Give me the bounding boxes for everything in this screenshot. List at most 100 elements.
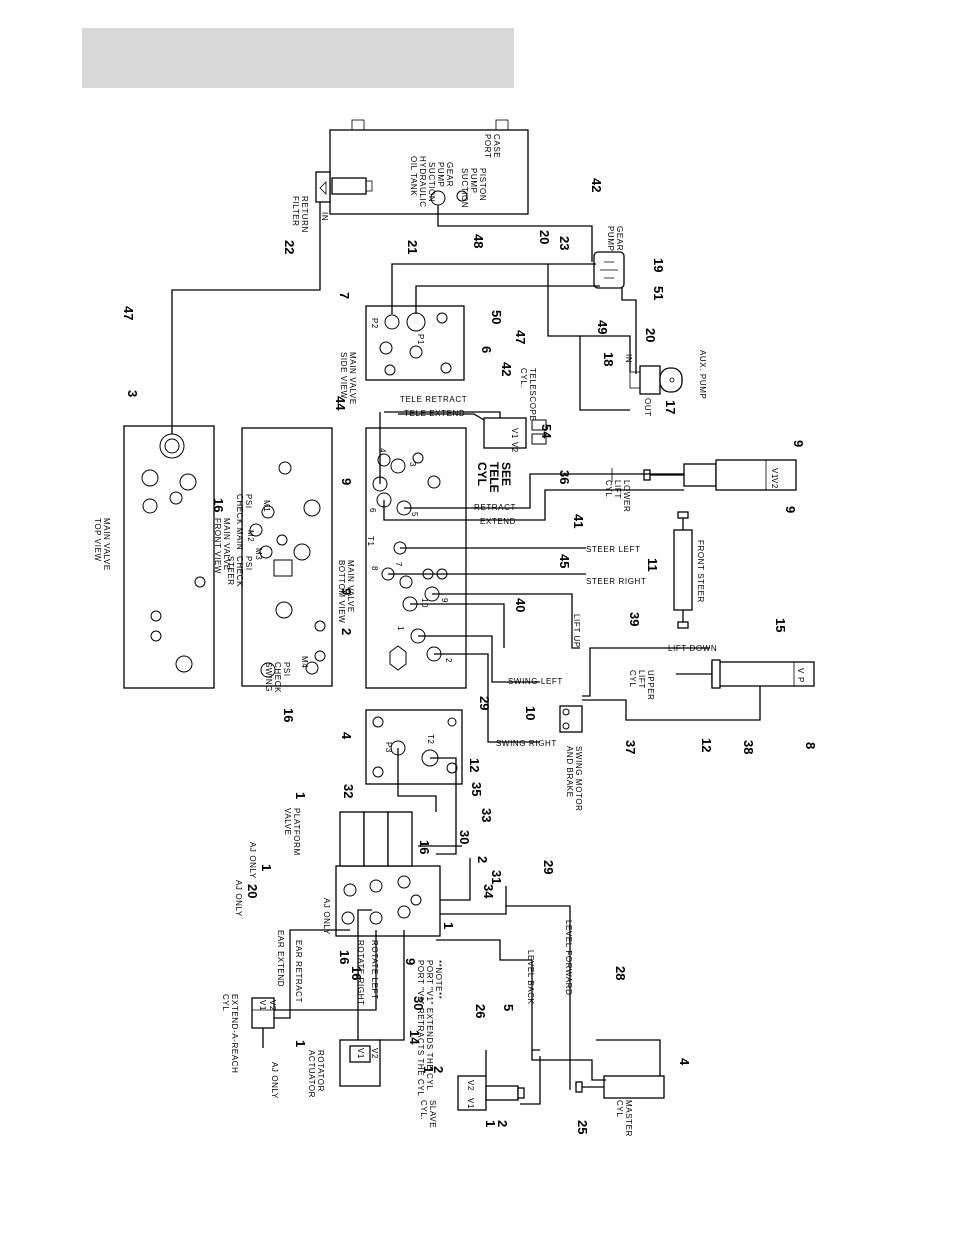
svg-text:V1: V1 — [356, 1048, 365, 1059]
svg-text:SWING LEFT: SWING LEFT — [508, 677, 563, 686]
svg-text:SUCTION: SUCTION — [460, 168, 469, 208]
svg-text:V2: V2 — [466, 1080, 475, 1091]
svg-text:11: 11 — [645, 558, 660, 572]
svg-text:15: 15 — [773, 618, 788, 632]
svg-text:41: 41 — [571, 514, 586, 528]
svg-text:EAR RETRACT: EAR RETRACT — [294, 940, 303, 1003]
svg-text:V1: V1 — [466, 1098, 475, 1109]
svg-text:1: 1 — [293, 792, 308, 799]
svg-text:5: 5 — [410, 512, 419, 517]
svg-text:36: 36 — [557, 470, 572, 484]
svg-text:16: 16 — [337, 950, 352, 964]
svg-text:1: 1 — [441, 922, 456, 929]
svg-text:16: 16 — [211, 498, 226, 512]
svg-text:2: 2 — [444, 658, 453, 663]
svg-text:MAIN VALVE: MAIN VALVE — [346, 560, 355, 613]
svg-text:16: 16 — [349, 966, 364, 980]
slave-cylinder: V2 V1 SLAVE CYL. — [419, 1075, 525, 1128]
svg-text:M3: M3 — [254, 548, 263, 560]
svg-text:ROTATE LEFT: ROTATE LEFT — [370, 940, 379, 1000]
svg-text:CYL: CYL — [604, 480, 613, 497]
svg-text:23: 23 — [557, 236, 572, 250]
rotator-actuator: V1 V2 ROTATOR ACTUATOR — [307, 1039, 381, 1098]
svg-text:26: 26 — [473, 1004, 488, 1018]
svg-text:25: 25 — [575, 1120, 590, 1134]
svg-text:4: 4 — [677, 1058, 692, 1066]
svg-text:CYL: CYL — [628, 670, 637, 687]
svg-text:28: 28 — [613, 966, 628, 980]
svg-text:37: 37 — [623, 740, 638, 754]
svg-text:PORT "V1" EXTENDS THE CYL: PORT "V1" EXTENDS THE CYL — [425, 960, 434, 1091]
svg-text:29: 29 — [477, 696, 492, 710]
svg-text:PSI: PSI — [244, 556, 253, 571]
svg-text:TELE: TELE — [487, 462, 501, 493]
svg-text:48: 48 — [471, 234, 486, 248]
svg-text:ACTUATOR: ACTUATOR — [307, 1050, 316, 1098]
svg-text:1: 1 — [396, 626, 405, 631]
svg-text:MAIN VALVE: MAIN VALVE — [222, 518, 231, 571]
svg-text:LEVEL BACK: LEVEL BACK — [526, 950, 535, 1005]
svg-text:3: 3 — [125, 390, 140, 397]
svg-text:42: 42 — [589, 178, 604, 192]
svg-text:P: P — [796, 677, 805, 683]
svg-text:STEER LEFT: STEER LEFT — [586, 545, 640, 554]
svg-text:AND BRAKE: AND BRAKE — [565, 746, 574, 798]
svg-text:14: 14 — [407, 1030, 422, 1045]
svg-text:LOWER: LOWER — [622, 480, 631, 512]
extend-a-reach-cylinder: V1 V2 EXTEND-A-REACH CYL — [221, 994, 277, 1074]
svg-text:9: 9 — [440, 598, 449, 603]
svg-text:35: 35 — [469, 782, 484, 796]
svg-text:HYDRAULIC: HYDRAULIC — [418, 156, 427, 208]
svg-text:12: 12 — [467, 758, 482, 772]
svg-text:2: 2 — [339, 628, 354, 635]
svg-text:CHECK: CHECK — [273, 662, 282, 693]
svg-text:GEAR: GEAR — [445, 162, 454, 187]
svg-text:M2: M2 — [246, 530, 255, 542]
svg-text:2: 2 — [475, 856, 490, 863]
svg-text:V1: V1 — [770, 468, 779, 479]
svg-text:SWING RIGHT: SWING RIGHT — [496, 739, 557, 748]
svg-text:PSI: PSI — [282, 662, 291, 677]
svg-text:2: 2 — [495, 1120, 510, 1127]
svg-text:17: 17 — [663, 400, 678, 414]
svg-text:AJ ONLY: AJ ONLY — [322, 898, 331, 935]
svg-text:49: 49 — [595, 320, 610, 334]
svg-text:UPPER: UPPER — [646, 670, 655, 701]
svg-text:16: 16 — [417, 840, 432, 854]
svg-text:SLAVE: SLAVE — [428, 1100, 437, 1128]
main-valve-top-view: MAIN VALVE TOP VIEW — [93, 425, 215, 689]
main-valve-front-view: MAIN VALVE FRONT VIEW PSI CHECK MAIN M1 … — [213, 427, 333, 693]
svg-text:LIFT DOWN: LIFT DOWN — [668, 644, 717, 653]
svg-text:TELESCOPE: TELESCOPE — [528, 368, 537, 421]
svg-text:9: 9 — [339, 588, 354, 595]
svg-text:PLATFORM: PLATFORM — [292, 808, 301, 856]
svg-text:9: 9 — [783, 506, 798, 513]
svg-text:44: 44 — [333, 396, 348, 411]
svg-text:OUT: OUT — [643, 398, 652, 417]
svg-text:1: 1 — [483, 1120, 498, 1127]
svg-text:20: 20 — [245, 884, 260, 898]
svg-text:BOTTOM VIEW: BOTTOM VIEW — [337, 560, 346, 623]
svg-text:30: 30 — [457, 830, 472, 844]
svg-text:20: 20 — [537, 230, 552, 244]
svg-text:P2: P2 — [370, 318, 379, 329]
lower-lift-cylinder: V1 V2 LOWER LIFT CYL — [604, 459, 797, 512]
svg-text:PUMP: PUMP — [606, 226, 615, 252]
svg-text:V1: V1 — [258, 1000, 267, 1011]
svg-text:SWING MOTOR: SWING MOTOR — [574, 746, 583, 812]
svg-text:MAIN VALVE: MAIN VALVE — [102, 518, 111, 571]
svg-text:AJ ONLY: AJ ONLY — [248, 842, 257, 879]
svg-text:FILTER: FILTER — [291, 196, 300, 227]
svg-text:MASTER: MASTER — [624, 1100, 633, 1137]
svg-text:4: 4 — [339, 732, 354, 740]
svg-text:AJ ONLY: AJ ONLY — [270, 1062, 279, 1099]
svg-text:CYL.: CYL. — [519, 368, 528, 388]
svg-text:8: 8 — [803, 742, 818, 749]
svg-text:PUMP: PUMP — [436, 162, 445, 188]
svg-text:FRONT STEER: FRONT STEER — [696, 540, 705, 603]
svg-text:AUX. PUMP: AUX. PUMP — [698, 350, 707, 399]
svg-text:TELE RETRACT: TELE RETRACT — [400, 395, 467, 404]
svg-text:CYL: CYL — [615, 1100, 624, 1117]
svg-text:CASE: CASE — [492, 134, 501, 158]
